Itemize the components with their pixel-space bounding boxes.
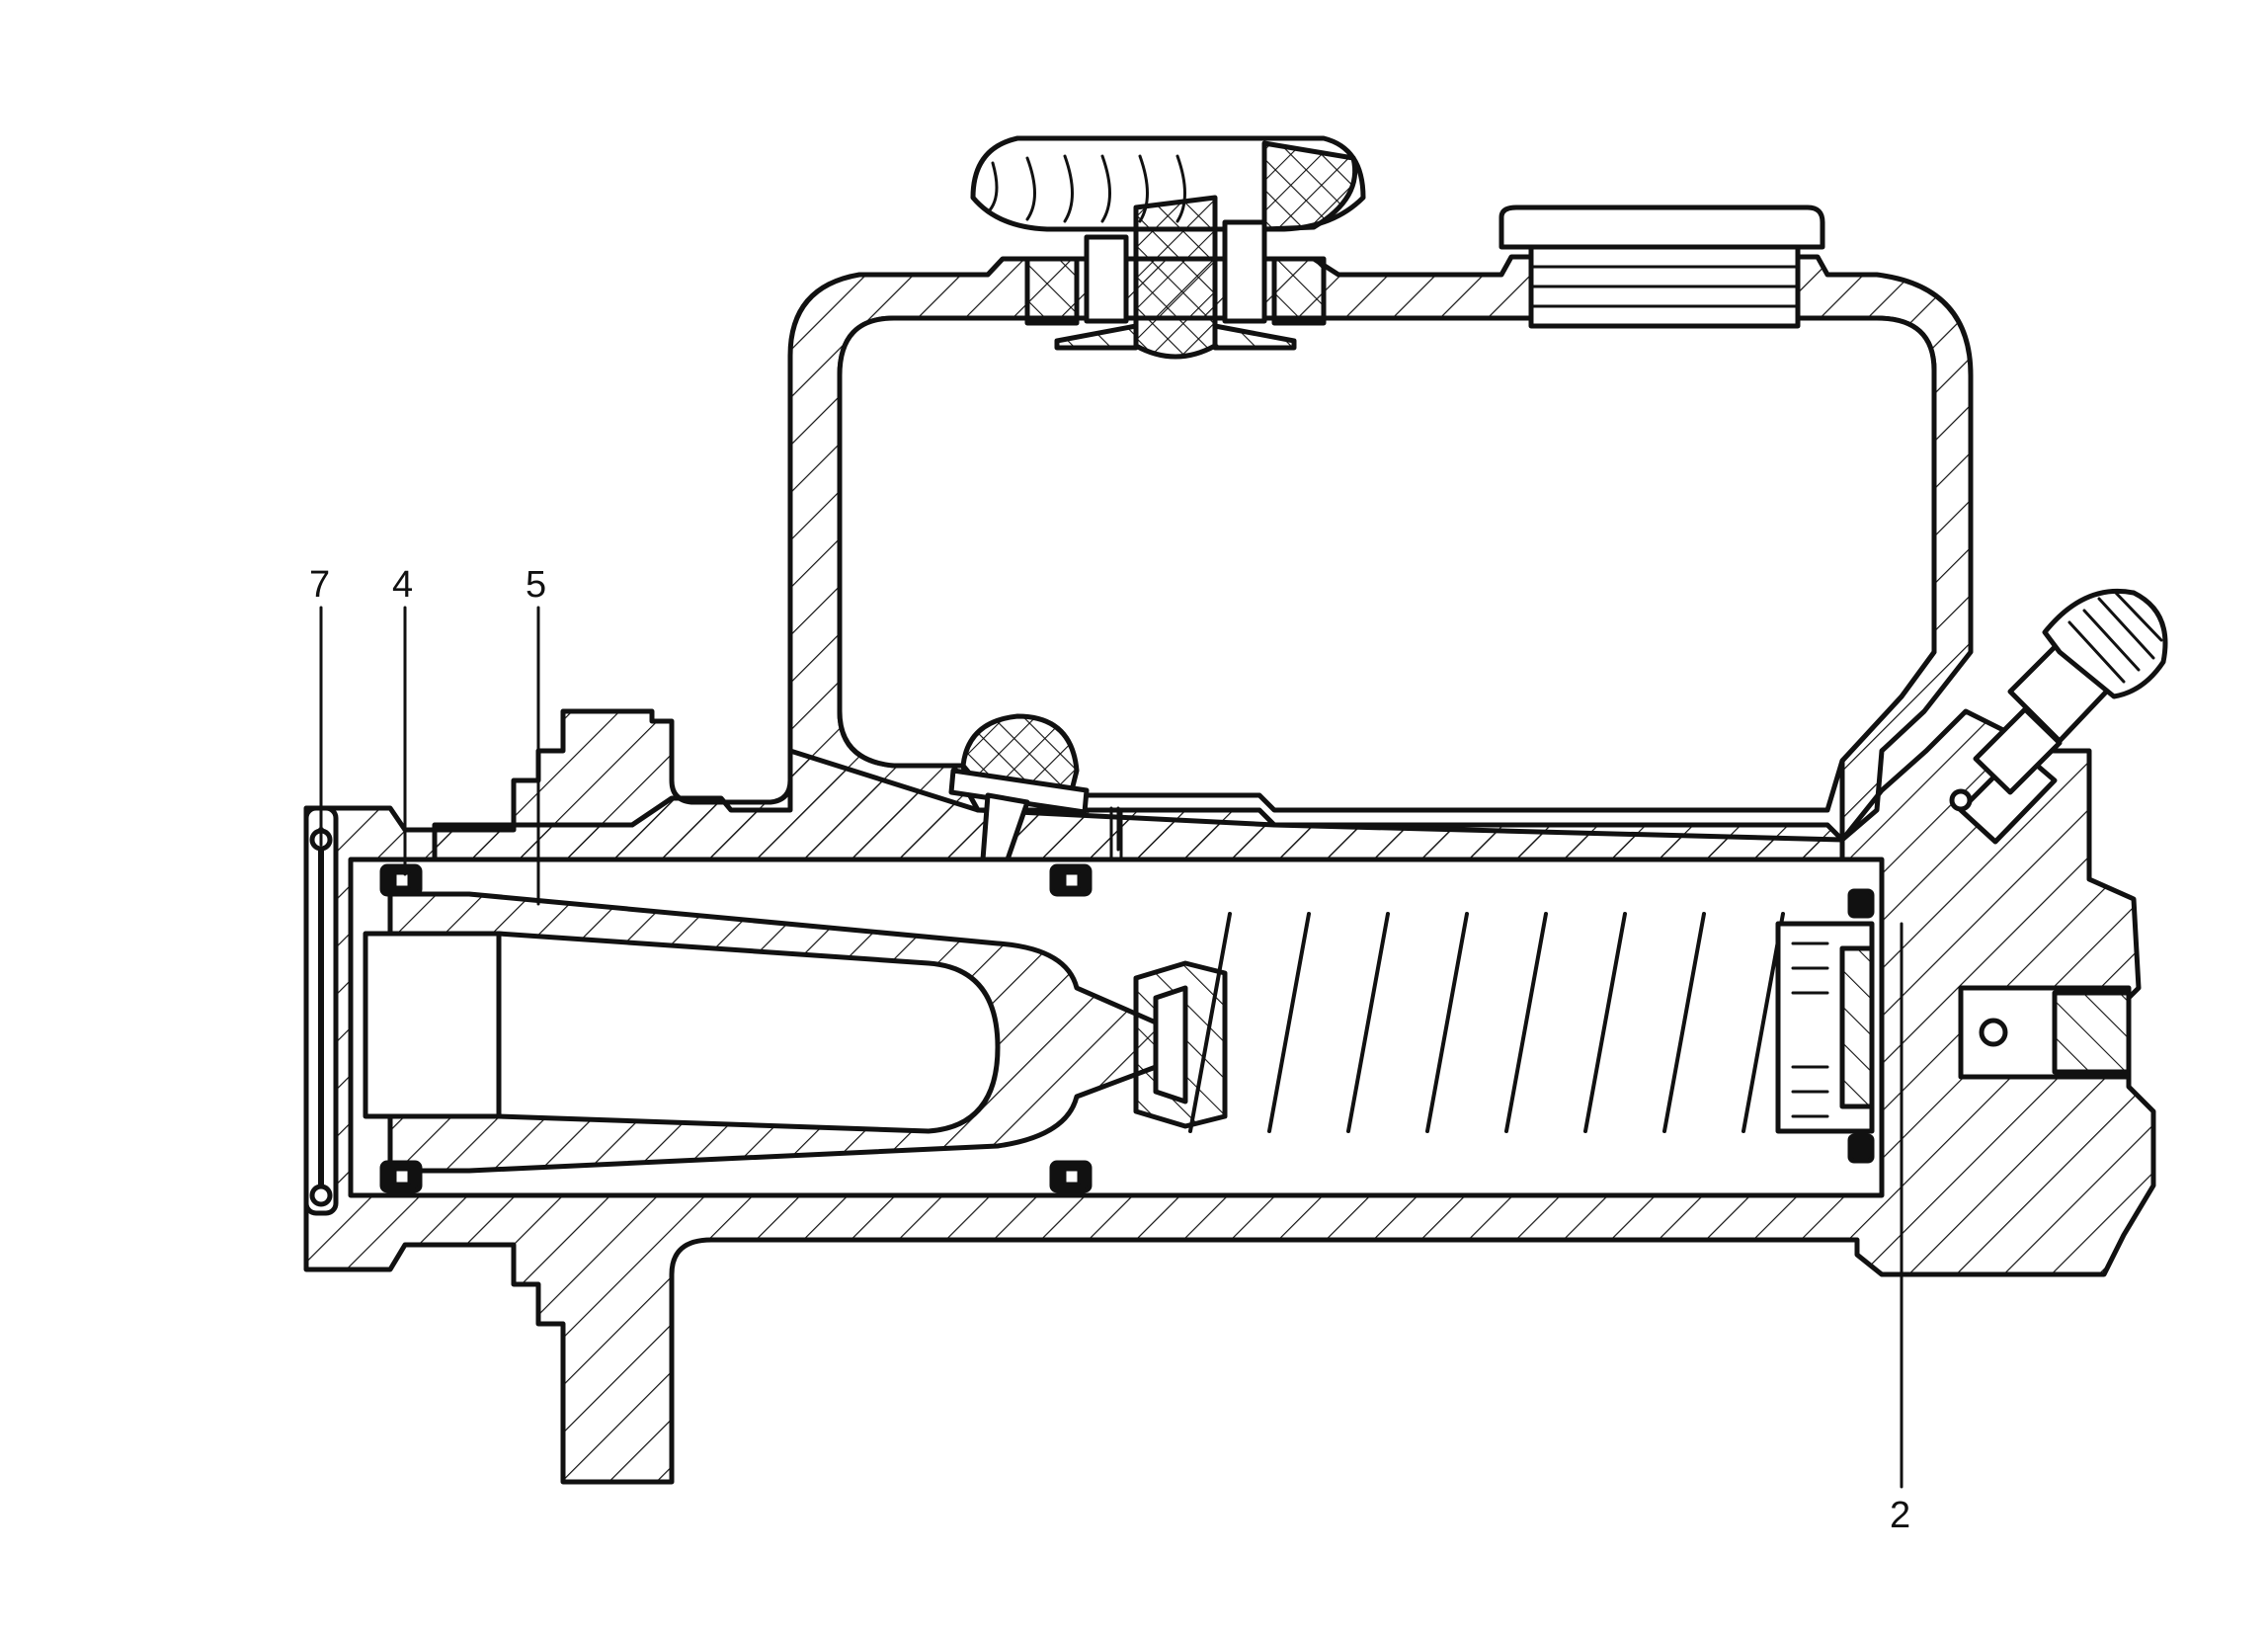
piston-bore <box>363 931 1001 1134</box>
snap-ring-bottom <box>309 1184 333 1207</box>
filler-plug <box>1498 204 1825 329</box>
residual-valve-spring <box>1791 941 1829 1118</box>
callout-7: 7 <box>309 564 331 606</box>
callout-4: 4 <box>392 564 414 606</box>
compensating-port <box>1109 808 1123 861</box>
outlet-hole <box>1979 1018 2008 1047</box>
callout-2: 2 <box>1890 1495 1911 1536</box>
filler-cap <box>970 135 1366 360</box>
outlet-fitting <box>2052 990 2132 1075</box>
bleeder-screw <box>1949 588 2168 845</box>
callout-5: 5 <box>526 564 547 606</box>
seal-top-right <box>1847 888 1875 919</box>
residual-valve-disc <box>1839 945 1875 1109</box>
seal-bottom-right <box>1847 1133 1875 1164</box>
reservoir-chamber <box>837 315 1937 813</box>
center-valve <box>1153 985 1188 1104</box>
reservoir-float <box>948 713 1120 862</box>
